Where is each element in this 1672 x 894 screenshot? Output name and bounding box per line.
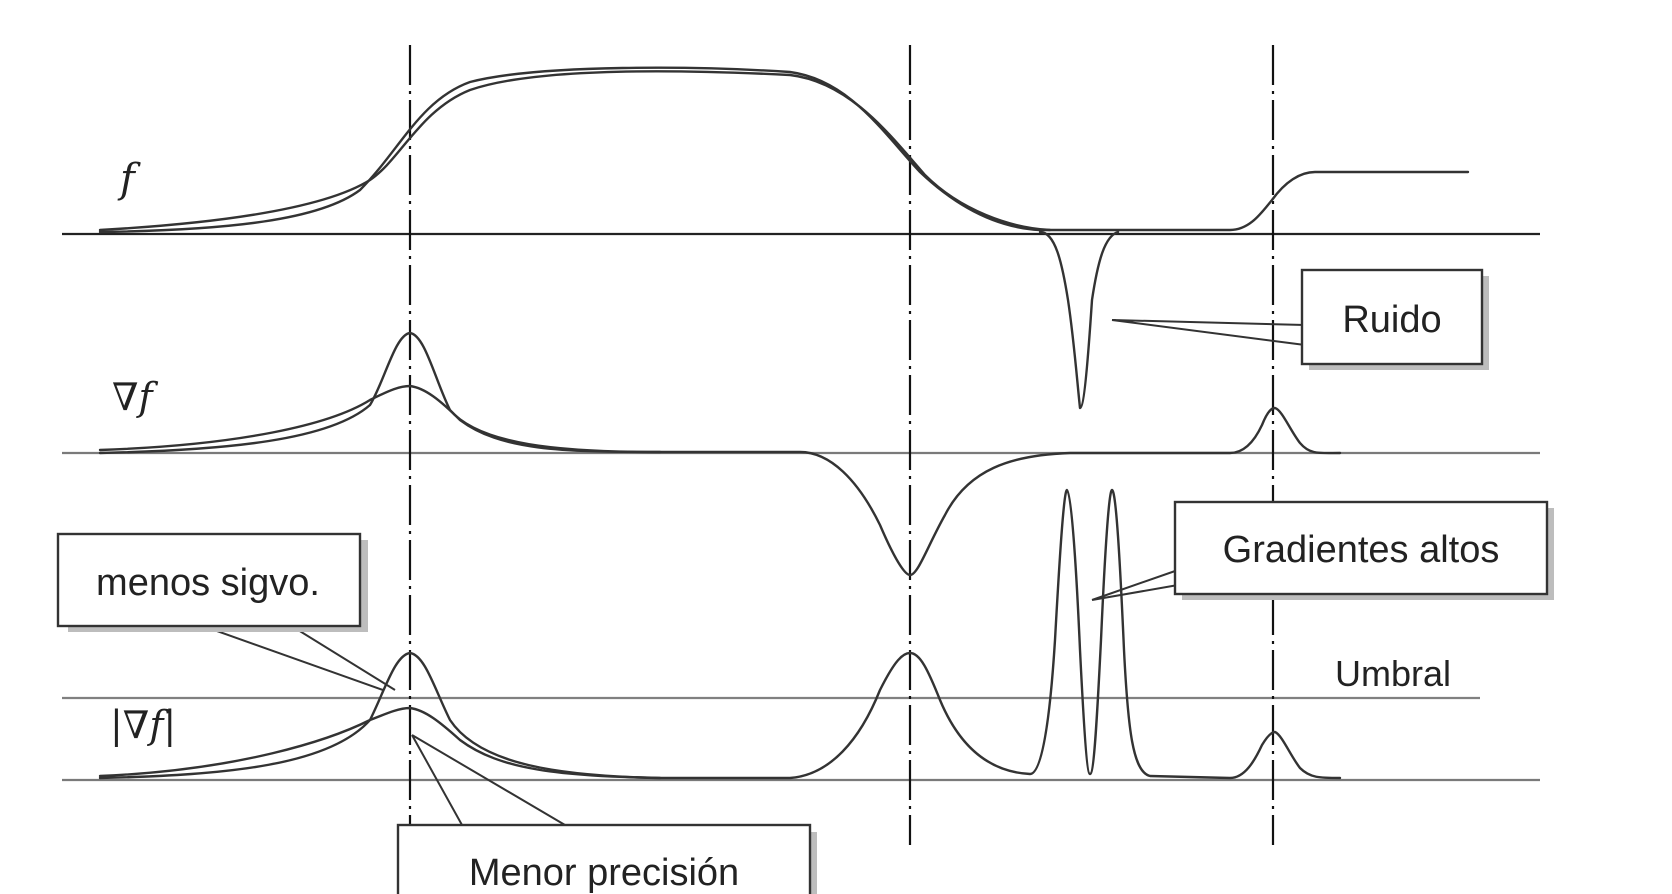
high-gradients-label: Gradientes altos [1223,529,1500,571]
threshold-label: Umbral [1335,653,1451,694]
lower-precision-callout [396,823,812,894]
high-gradients-leader [1091,569,1179,601]
f-curve-sharp [98,66,1470,234]
f-symbol: f [117,156,141,202]
noise-callout [1300,268,1484,366]
magnitude-curve-sharp [98,488,1342,780]
less-significant-leader [199,624,396,691]
gradient-symbol: ∇f [112,375,159,419]
magnitude-symbol: |∇f| [110,703,176,747]
gradient-curve-smooth [98,384,662,454]
lower-precision-leader [411,734,566,826]
noise-leader [1111,319,1306,346]
magnitude-curve-smooth [98,706,662,780]
f-curve-smooth [98,70,1052,232]
gradient-curve-sharp [98,331,1342,577]
high-gradients-callout [1173,500,1549,596]
noise-spike [1038,230,1120,410]
lower-precision-label: Menor precisión [469,852,739,894]
noise-label: Ruido [1342,299,1441,341]
less-significant-label: menos sigvo. [96,562,320,604]
less-significant-callout [56,532,362,628]
